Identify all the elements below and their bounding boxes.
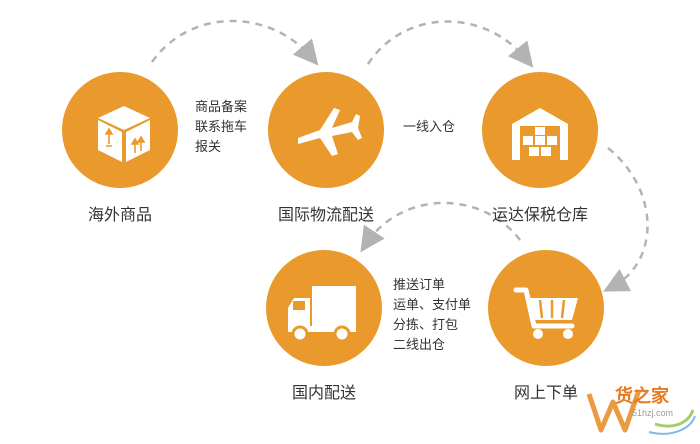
note-step1-line: 报关 xyxy=(195,140,222,155)
airplane-icon xyxy=(298,108,362,156)
node-international-logistics xyxy=(268,72,384,188)
node-label-domestic-delivery: 国内配送 xyxy=(291,383,356,402)
node-online-order xyxy=(488,250,604,366)
warehouse-icon xyxy=(512,108,568,160)
arrow-1-to-2 xyxy=(150,19,319,66)
note-step4-line: 分拣、打包 xyxy=(393,318,459,333)
truck-icon xyxy=(288,286,356,343)
arrow-4-to-5 xyxy=(360,201,521,253)
note-step1-line: 商品备案 xyxy=(195,100,248,115)
watermark-url: 51hzj.com xyxy=(632,408,674,418)
note-step1-line: 联系拖车 xyxy=(195,120,248,135)
node-label-international-logistics: 国际物流配送 xyxy=(277,205,374,224)
note-step4-line: 推送订单 xyxy=(393,278,446,293)
note-step4-line: 运单、支付单 xyxy=(393,298,472,313)
node-bonded-warehouse xyxy=(482,72,598,188)
note-step4-line: 二线出仓 xyxy=(393,338,446,353)
node-domestic-delivery xyxy=(266,250,382,366)
node-label-online-order: 网上下单 xyxy=(513,383,578,402)
shopping-cart-icon xyxy=(513,287,578,339)
arrow-2-to-3 xyxy=(366,20,534,68)
note-step2-line: 一线入仓 xyxy=(403,120,456,135)
node-label-overseas-goods: 海外商品 xyxy=(87,205,152,224)
watermark-logo-icon xyxy=(586,389,696,435)
node-overseas-goods xyxy=(62,72,178,188)
watermark-text: 货之家 xyxy=(615,386,669,407)
note-step4: 推送订单 运单、支付单 分拣、打包 二线出仓 xyxy=(393,276,471,356)
node-label-bonded-warehouse: 运达保税仓库 xyxy=(491,205,588,224)
note-step2: 一线入仓 xyxy=(403,118,455,138)
arrow-3-to-4 xyxy=(603,147,649,292)
box-icon xyxy=(98,106,150,162)
note-step1: 商品备案 联系拖车 报关 xyxy=(195,98,247,158)
